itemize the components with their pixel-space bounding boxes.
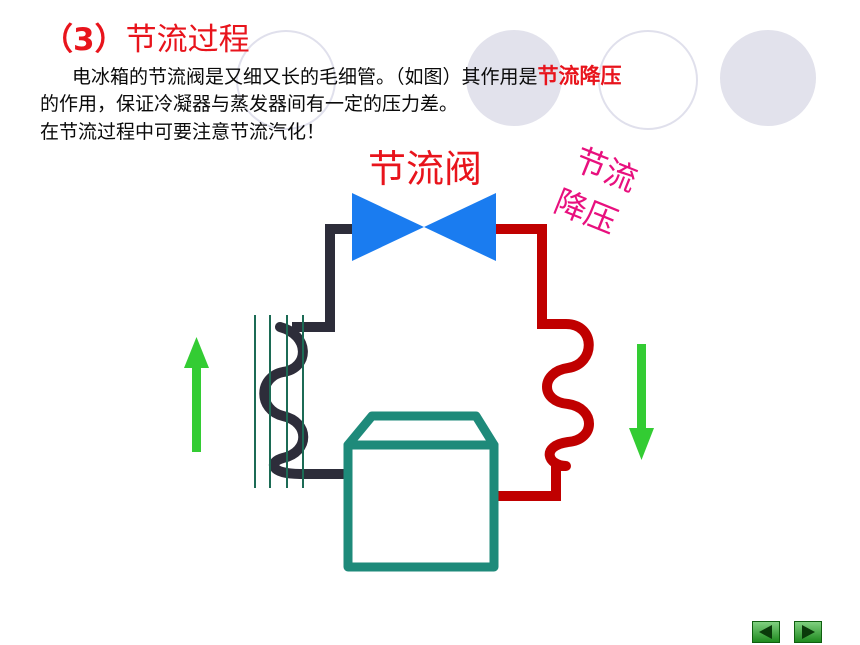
decor-circle: [598, 30, 698, 130]
throttle-valve: [352, 193, 496, 261]
triangle-right-icon: [802, 625, 815, 639]
hot-pipe: [495, 224, 566, 329]
hot-pipe: [490, 461, 566, 501]
evaporator-coil: [259, 322, 309, 479]
paragraph-text: 电冰箱的节流阀是又细又长的毛细管。（如图）其作用是: [72, 66, 538, 88]
evaporator-fins: [254, 315, 304, 488]
title-text: 节流过程: [125, 22, 250, 58]
paragraph-line-3: 在节流过程中可要注意节流汽化！: [40, 121, 326, 143]
slide-title: （3）节流过程: [42, 14, 250, 59]
highlight-text: 节流降压: [537, 64, 622, 88]
triangle-left-icon: [759, 625, 772, 639]
prev-slide-button[interactable]: [752, 621, 780, 643]
cold-pipe: [292, 224, 352, 332]
valve-label: 节流阀: [368, 147, 482, 191]
decor-circle: [236, 30, 336, 130]
down-arrow-icon: [629, 344, 654, 460]
paragraph-line-1: 电冰箱的节流阀是又细又长的毛细管。（如图）其作用是节流降压: [72, 64, 622, 89]
compressor: [343, 411, 499, 572]
up-arrow-icon: [184, 337, 209, 452]
paragraph-line-2: 的作用，保证冷凝器与蒸发器间有一定的压力差。: [40, 93, 459, 115]
title-number: （3）: [42, 22, 126, 58]
decor-circle: [720, 30, 816, 126]
decor-circle: [466, 30, 562, 126]
condenser-coil: [542, 319, 594, 471]
next-slide-button[interactable]: [794, 621, 822, 643]
